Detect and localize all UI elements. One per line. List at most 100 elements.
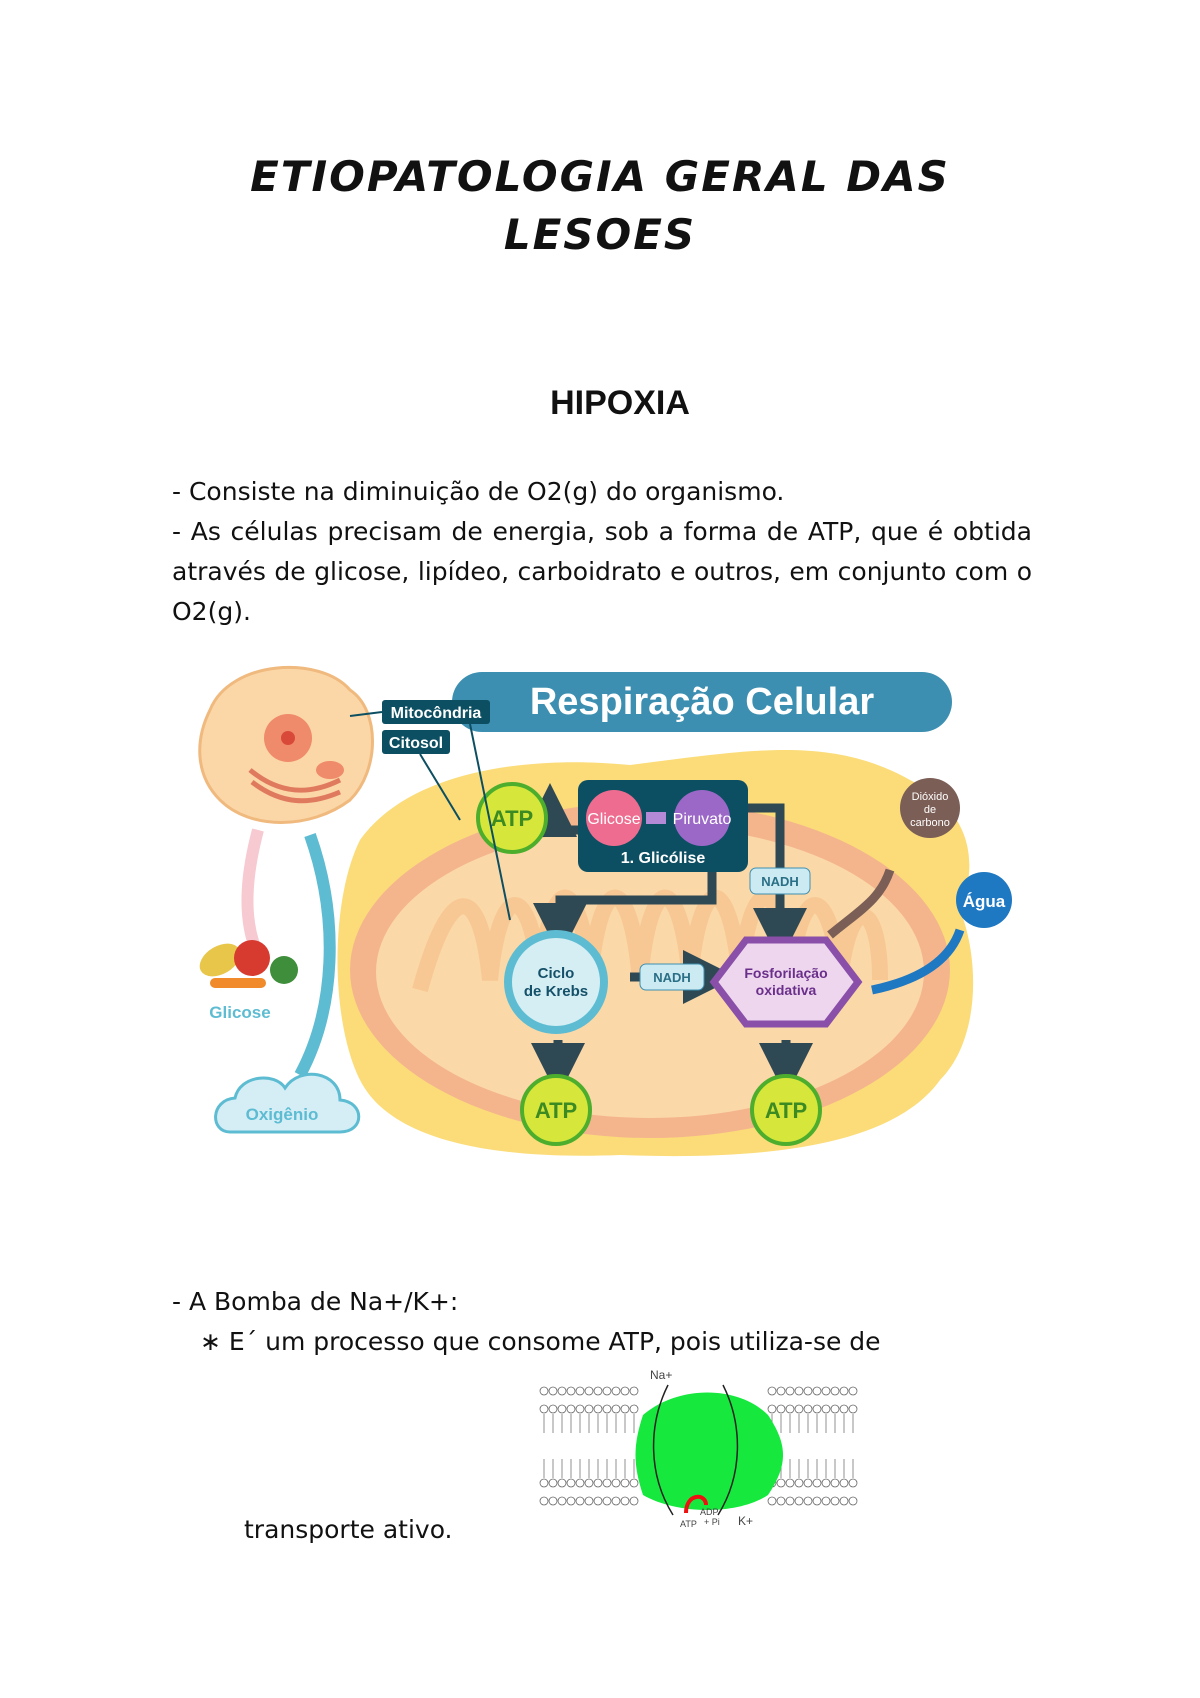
food-carrot xyxy=(210,978,266,988)
agua-circle xyxy=(956,872,1012,928)
nadh-box-middle xyxy=(639,963,705,991)
arrow-glicose-cell xyxy=(241,828,264,953)
lipid-head xyxy=(548,1496,558,1506)
lipid-head xyxy=(566,1496,576,1506)
piruvato-circle xyxy=(674,790,730,846)
fosforilacao-hexagon xyxy=(709,936,863,1028)
nadh-label-middle: NADH xyxy=(653,970,691,985)
lipid-head xyxy=(584,1496,594,1506)
lipid-head xyxy=(767,1496,777,1506)
paragraph-5: transporte ativo. xyxy=(244,1515,453,1544)
lipid-head xyxy=(620,1496,630,1506)
k-label: K+ xyxy=(738,1514,753,1528)
diagram-title-banner xyxy=(452,672,952,732)
lipid-head xyxy=(803,1478,813,1488)
lipid-head xyxy=(830,1404,840,1414)
lipid-head xyxy=(776,1386,786,1396)
oxigenio-label: Oxigênio xyxy=(246,1105,319,1124)
respiration-diagram: Respiração Celular Glicose Piruvato 1. G… xyxy=(198,665,1012,1157)
lipid-head xyxy=(584,1386,594,1396)
lipid-head xyxy=(821,1386,831,1396)
lipid-head xyxy=(539,1404,549,1414)
krebs-label-2: de Krebs xyxy=(524,983,588,1000)
mitocondria-label-box xyxy=(382,700,490,724)
lipid-head xyxy=(611,1496,621,1506)
title-line-1: ETIOPATOLOGIA GERAL DAS xyxy=(250,152,950,201)
fosforilacao-label-1: Fosforilação xyxy=(744,965,827,981)
lipid-head xyxy=(785,1404,795,1414)
glicose-label: Glicose xyxy=(587,811,640,828)
lipid-head xyxy=(602,1496,612,1506)
arrow-oxigenio-cell xyxy=(294,833,336,1078)
atp-circle-fosforilacao xyxy=(750,1074,822,1146)
food-broccoli xyxy=(270,956,298,984)
lipid-head xyxy=(848,1404,858,1414)
lipid-head xyxy=(548,1386,558,1396)
lipid-head xyxy=(557,1478,567,1488)
pi-label: + Pi xyxy=(704,1517,720,1527)
lipid-head xyxy=(794,1404,804,1414)
arrow-to-agua xyxy=(871,928,965,995)
lipid-head xyxy=(848,1386,858,1396)
citosol-label: Citosol xyxy=(389,735,443,752)
atp-label-krebs: ATP xyxy=(535,1098,577,1123)
lipid-head xyxy=(812,1496,822,1506)
lipid-head xyxy=(848,1496,858,1506)
lipid-head xyxy=(776,1496,786,1506)
lipid-head xyxy=(557,1496,567,1506)
dioxido-label-3: carbono xyxy=(910,817,950,829)
lipid-head xyxy=(839,1478,849,1488)
lipid-head xyxy=(584,1404,594,1414)
lipid-head xyxy=(803,1386,813,1396)
diagram-title: Respiração Celular xyxy=(530,681,874,723)
lipid-head xyxy=(821,1478,831,1488)
lipid-head xyxy=(629,1496,639,1506)
leader-mitocondria-2 xyxy=(469,723,511,921)
nadh-box-top xyxy=(749,867,811,895)
food-apple xyxy=(234,940,270,976)
leader-citosol xyxy=(419,753,461,821)
glicose-circle xyxy=(586,790,642,846)
dioxido-label-2: de xyxy=(924,804,936,816)
lipid-head xyxy=(575,1478,585,1488)
pump-protein xyxy=(635,1392,783,1510)
lipid-head xyxy=(830,1386,840,1396)
lipid-head xyxy=(767,1404,777,1414)
cell-golgi xyxy=(248,768,342,804)
food-corn xyxy=(199,943,241,977)
oxigenio-cloud xyxy=(214,1072,361,1134)
section-title: HIPOXIA xyxy=(550,384,690,422)
mitocondria-label: Mitocôndria xyxy=(391,705,482,722)
lipid-head xyxy=(611,1404,621,1414)
paragraph-2: - As células precisam de energia, sob a … xyxy=(172,517,1032,626)
lipid-head xyxy=(575,1404,585,1414)
leader-mitocondria xyxy=(349,711,383,717)
pump-channel-right xyxy=(717,1384,739,1516)
lipid-head xyxy=(839,1404,849,1414)
lipid-head xyxy=(584,1478,594,1488)
citosol-label-box xyxy=(382,730,450,754)
krebs-label-1: Ciclo xyxy=(538,965,575,982)
fosforilacao-label-2: oxidativa xyxy=(756,982,817,998)
lipid-head xyxy=(848,1478,858,1488)
paragraph-1: - Consiste na diminuição de O2(g) do org… xyxy=(172,477,785,506)
glicolise-label: 1. Glicólise xyxy=(621,850,706,867)
lipid-head xyxy=(830,1496,840,1506)
lipid-head xyxy=(557,1386,567,1396)
lipid-head xyxy=(839,1386,849,1396)
lipid-head xyxy=(611,1478,621,1488)
page-title: ETIOPATOLOGIA GERAL DAS LESOES xyxy=(0,148,1200,264)
arrow-to-krebs xyxy=(533,872,717,957)
lipid-head xyxy=(821,1404,831,1414)
lipid-head xyxy=(593,1496,603,1506)
lipid-head xyxy=(812,1404,822,1414)
lipid-head xyxy=(794,1386,804,1396)
arrow-to-dioxido xyxy=(827,868,895,939)
title-line-2: LESOES xyxy=(503,210,697,259)
lipid-head xyxy=(629,1478,639,1488)
lipid-head xyxy=(803,1496,813,1506)
lipid-head xyxy=(539,1496,549,1506)
krebs-circle xyxy=(504,930,608,1034)
lipid-head xyxy=(566,1386,576,1396)
membrane-lipids xyxy=(539,1386,858,1506)
